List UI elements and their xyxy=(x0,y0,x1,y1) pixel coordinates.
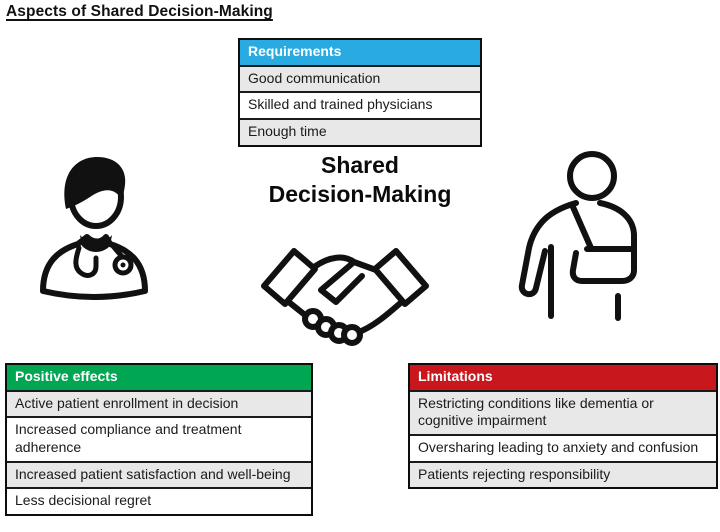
table-row: Restricting conditions like dementia or … xyxy=(410,389,716,434)
center-heading: Shared Decision-Making xyxy=(240,151,480,208)
limitations-table: Limitations Restricting conditions like … xyxy=(408,363,718,490)
requirements-table: Requirements Good communication Skilled … xyxy=(238,38,482,147)
handshake-icon xyxy=(261,248,429,346)
positive-effects-table: Positive effects Active patient enrollme… xyxy=(5,363,313,516)
table-row: Increased patient satisfaction and well-… xyxy=(7,460,311,488)
table-row: Increased compliance and treatment adher… xyxy=(7,416,311,461)
page-title: Aspects of Shared Decision-Making xyxy=(6,3,273,20)
center-heading-line1: Shared xyxy=(321,152,399,178)
table-row: Oversharing leading to anxiety and confu… xyxy=(410,433,716,461)
table-row: Patients rejecting responsibility xyxy=(410,460,716,488)
limitations-header: Limitations xyxy=(410,365,716,390)
doctor-icon xyxy=(40,157,148,300)
table-row: Active patient enrollment in decision xyxy=(7,389,311,417)
patient-arm-sling-icon xyxy=(518,151,637,321)
requirements-header: Requirements xyxy=(240,40,480,65)
table-row: Enough time xyxy=(240,117,480,145)
table-row: Good communication xyxy=(240,64,480,92)
center-heading-line2: Decision-Making xyxy=(268,180,452,207)
table-row: Less decisional regret xyxy=(7,487,311,514)
table-row: Skilled and trained physicians xyxy=(240,91,480,118)
positive-effects-header: Positive effects xyxy=(7,365,311,390)
